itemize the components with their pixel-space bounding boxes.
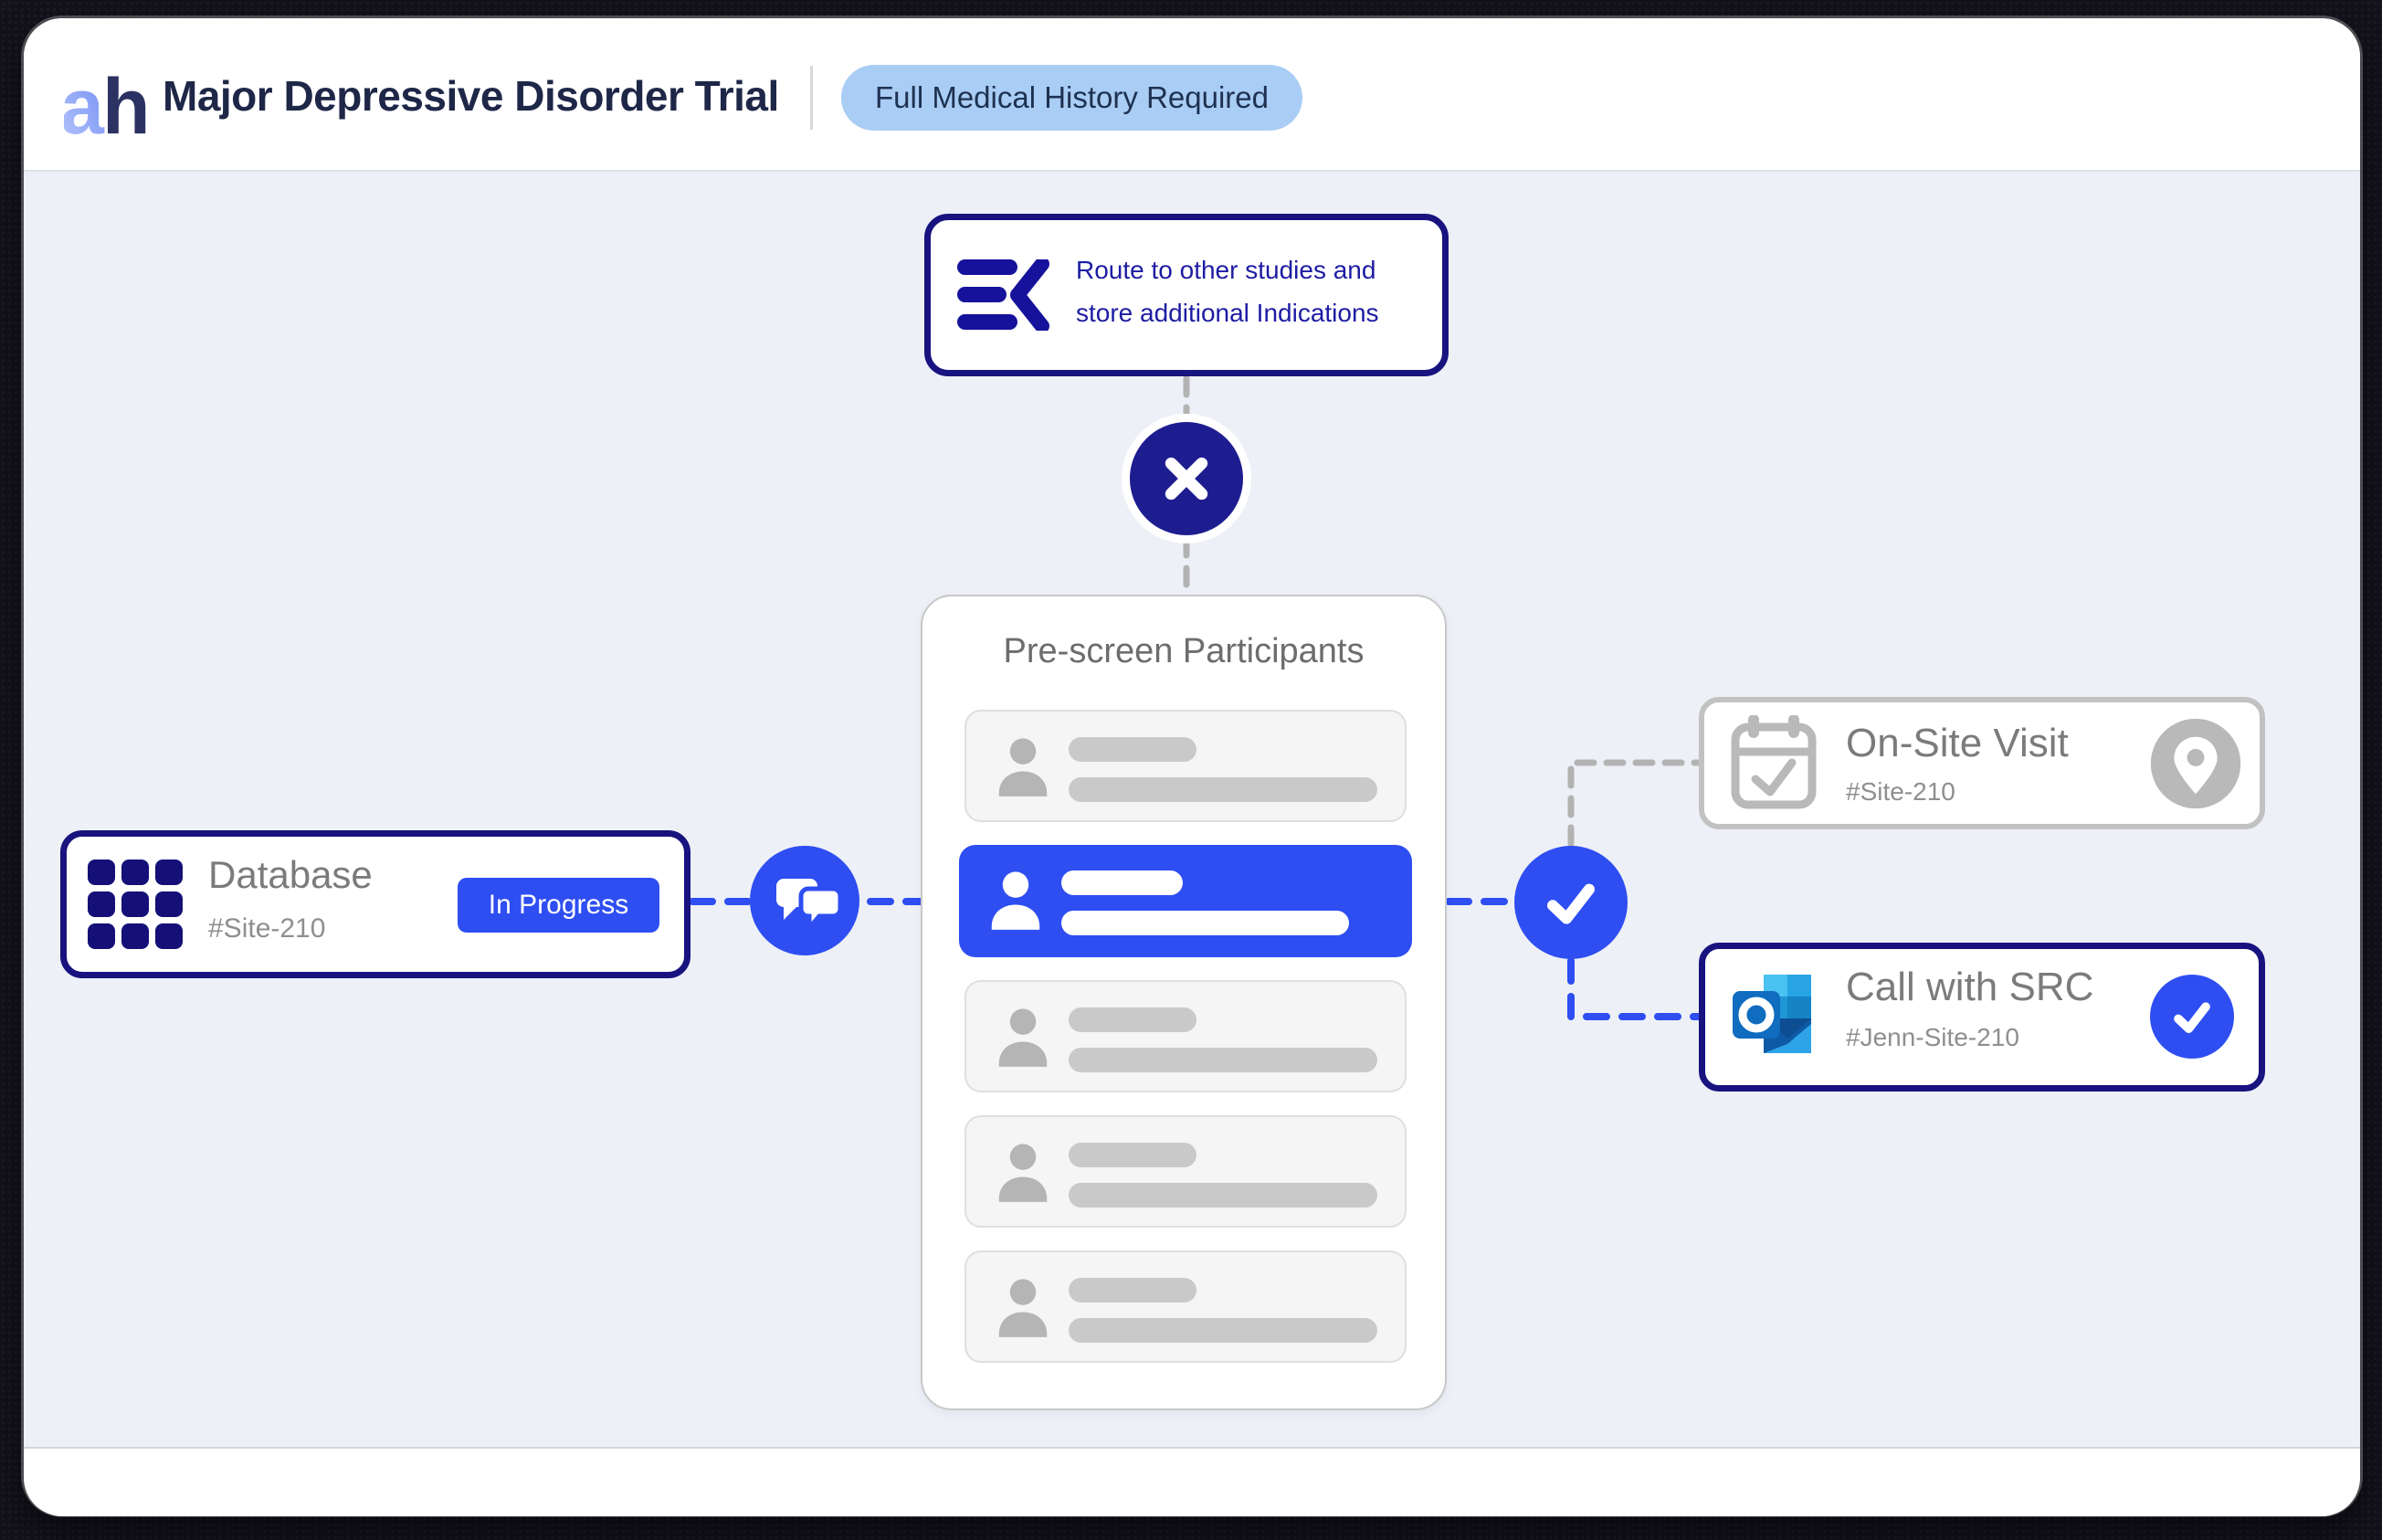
calendar-check-icon — [1731, 715, 1817, 809]
call-src-subtitle: #Jenn-Site-210 — [1846, 1023, 2019, 1051]
skeleton-bar — [1069, 737, 1196, 762]
database-title: Database — [208, 853, 373, 896]
location-pin-icon — [2150, 718, 2241, 809]
chat-icon — [750, 846, 859, 955]
prescreen-title: Pre-screen Participants — [1003, 632, 1365, 670]
header-divider — [810, 66, 813, 130]
skeleton-bar — [1069, 1048, 1377, 1072]
person-icon — [998, 1008, 1048, 1067]
route-icon — [957, 259, 1049, 331]
svg-text:h: h — [102, 63, 151, 146]
skeleton-bar — [1061, 911, 1349, 935]
participant-row[interactable] — [964, 1115, 1407, 1228]
requirement-badge: Full Medical History Required — [841, 65, 1302, 131]
person-icon — [998, 738, 1048, 796]
database-subtitle: #Site-210 — [208, 913, 326, 944]
person-icon — [998, 1279, 1048, 1337]
skeleton-bar — [1069, 1143, 1196, 1167]
page-title: Major Depressive Disorder Trial — [163, 72, 779, 120]
participant-row[interactable] — [964, 1250, 1407, 1363]
database-node[interactable] — [60, 830, 690, 978]
person-icon — [998, 1144, 1048, 1202]
done-check-icon — [2150, 975, 2234, 1059]
skeleton-bar — [1061, 870, 1183, 895]
onsite-subtitle: #Site-210 — [1846, 777, 1955, 806]
skeleton-bar — [1069, 1278, 1196, 1303]
skeleton-bar — [1069, 1183, 1377, 1208]
svg-text:a: a — [64, 63, 105, 146]
footer-bar — [24, 1447, 2360, 1516]
app-logo: a h — [64, 63, 151, 146]
onsite-title: On-Site Visit — [1846, 721, 2069, 765]
participant-row[interactable] — [964, 980, 1407, 1092]
route-node-label: Route to other studies and store additio… — [1076, 256, 1379, 327]
database-grid-icon — [88, 860, 183, 949]
person-icon — [991, 871, 1040, 930]
skeleton-bar — [1069, 1318, 1377, 1343]
reject-icon — [1122, 414, 1251, 543]
approve-icon — [1514, 846, 1628, 959]
skeleton-bar — [1069, 777, 1377, 802]
participant-row[interactable] — [959, 845, 1412, 957]
skeleton-bar — [1069, 1007, 1196, 1032]
outlook-icon — [1733, 975, 1811, 1053]
call-src-title: Call with SRC — [1846, 965, 2094, 1009]
participant-list — [959, 710, 1412, 1386]
participant-row[interactable] — [964, 710, 1407, 822]
status-badge[interactable]: In Progress — [458, 878, 659, 933]
